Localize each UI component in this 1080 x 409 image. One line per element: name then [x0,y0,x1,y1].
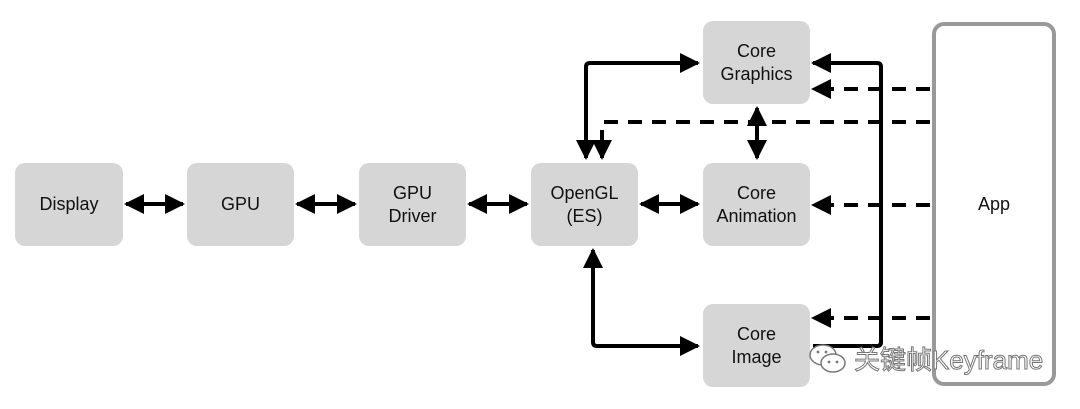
opengl-label-line1: OpenGL [550,182,619,203]
gpu-label: GPU [220,194,260,214]
gpu-driver-label-line2: Driver [388,205,437,226]
opengl-label-line2: (ES) [566,205,603,226]
dashed-app-opengl [592,120,930,160]
display-label: Display [39,194,99,214]
watermark: 关键帧Keyframe [808,340,1044,377]
wechat-icon [809,343,846,373]
gpu-node: GPU [187,163,294,246]
app-label: App [977,193,1011,214]
watermark-text: 关键帧Keyframe [853,345,1044,376]
core-graphics-label-line2: Graphics [720,63,793,84]
core-graphics-label-line1: Core [736,40,776,61]
core-animation-label-line1: Core [736,182,776,203]
core-animation-label-line2: Animation [716,205,797,226]
gpu-driver-label-line1: GPU [392,182,432,203]
gpu-driver-node: GPU Driver [359,163,466,246]
core-image-label-line1: Core [736,323,776,344]
display-node: Display [15,163,123,246]
arrow-opengl-graphics [576,53,700,160]
core-image-node: Core Image [703,304,810,387]
core-animation-node: Core Animation [703,163,810,246]
opengl-node: OpenGL (ES) [531,163,638,246]
core-graphics-node: Core Graphics [703,21,810,104]
core-image-label-line2: Image [731,346,782,367]
arrow-opengl-image [583,248,700,356]
app-node: App [932,22,1056,386]
